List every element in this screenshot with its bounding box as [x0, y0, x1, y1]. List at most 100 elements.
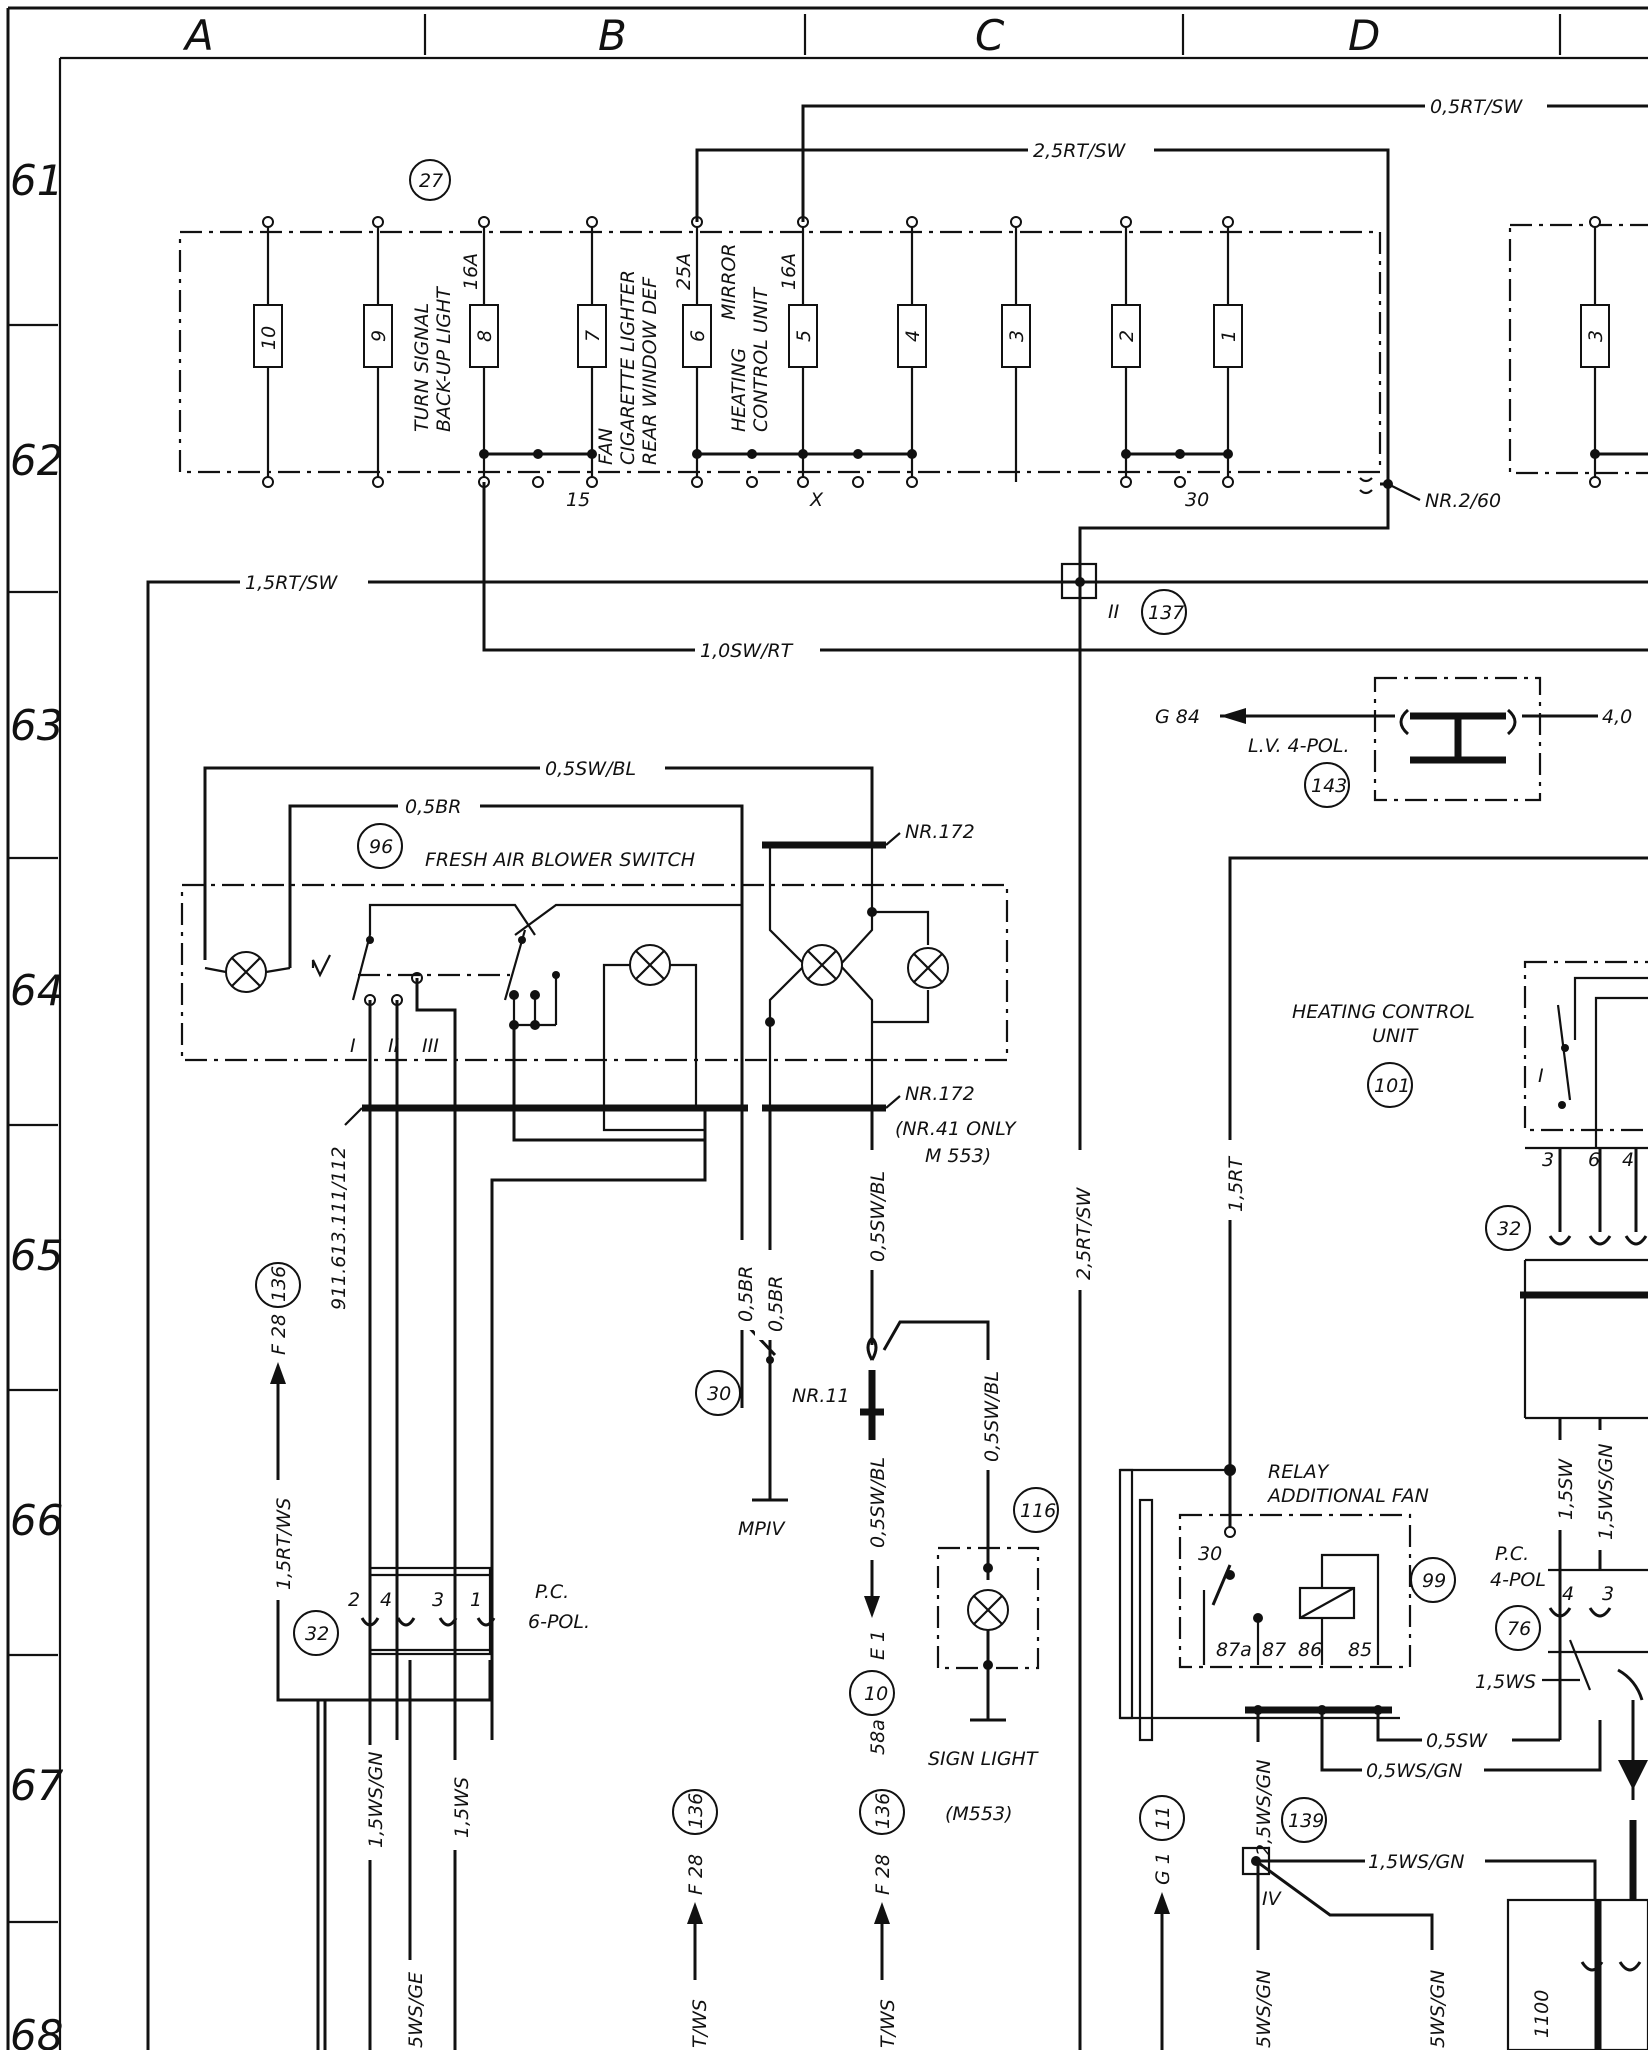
fuse-box-ref: 27 [419, 170, 443, 192]
connector-137: II 137 2,5RT/SW [1060, 562, 1187, 1290]
fuse-5: 5 [788, 222, 818, 482]
fuse-label-mirror: MIRROR [718, 243, 740, 320]
switch-pos-2: II [388, 1035, 400, 1057]
pc6-label-2: 6-POL. [528, 1611, 590, 1633]
pc-6pol-connector: 2 4 3 1 P.C. 6-POL. 32 1,5WS/GN 1,5WS 5W… [293, 1566, 590, 2050]
sign-light-label: SIGN LIGHT [928, 1748, 1039, 1770]
row-label: 68 [10, 2011, 63, 2050]
wire-label-tws-mid: T/WS [689, 1999, 711, 2048]
wire-label-40: 4,0 [1602, 706, 1632, 728]
connector-137-pin: II [1108, 601, 1120, 623]
splice-nr260: NR.2/60 [1425, 490, 1501, 512]
splice-nr172-bot: NR.172 [905, 1083, 975, 1105]
harness-part-no: 911.613.111/112 [328, 1146, 350, 1310]
column-label: C [975, 11, 1005, 60]
row-label: 61 [10, 156, 63, 205]
f28-mid-label: F 28 [685, 1854, 707, 1895]
fuse-6: 6 [682, 222, 712, 482]
ground-ref: 30 [707, 1383, 731, 1405]
svg-text:7: 7 [582, 330, 604, 342]
f28-left-ref: 136 [268, 1266, 290, 1302]
wire-label-25wsgn: 2,5WS/GN [1253, 1760, 1275, 1856]
fuse-label-fan: FAN [595, 428, 617, 465]
f28-left-label: F 28 [268, 1314, 290, 1355]
column-label: A [182, 11, 214, 60]
pc6-ref: 32 [305, 1623, 329, 1645]
wire-label-05swbl-e1: 0,5SW/BL [867, 1457, 889, 1548]
fuse-label-heating: HEATING [728, 348, 750, 432]
wire-label-15ws: 1,5WS [451, 1777, 473, 1838]
wire-label-15rt: 1,5RT [1225, 1156, 1247, 1212]
wire-label-15rtsw: 1,5RT/SW [245, 572, 338, 594]
pc6-pin-4: 4 [380, 1589, 392, 1611]
blower-switch-title: FRESH AIR BLOWER SWITCH [425, 849, 695, 871]
fuse-bus-bars [479, 449, 1648, 459]
sign-light-ref: 116 [1020, 1500, 1056, 1522]
svg-text:3: 3 [1585, 330, 1607, 342]
conn139-ref: 139 [1288, 1810, 1324, 1832]
relay-t87a: 87a [1216, 1639, 1252, 1661]
fuse-7: 7 [577, 222, 607, 482]
fuse-label-16a: 16A [460, 253, 482, 290]
wire-label-05swbl-v: 0,5SW/BL [867, 1171, 889, 1262]
wire-label-05br: 0,5BR [405, 796, 461, 818]
wire-label-05br-v1: 0,5BR [735, 1266, 757, 1322]
terminal-15: 15 [566, 489, 590, 511]
wire-label-15wsgn-139: 1,5WS/GN [1368, 1851, 1464, 1873]
row-label: 66 [10, 1496, 63, 1545]
terminal-x: X [809, 489, 824, 511]
fuse-label-16a-2: 16A [778, 253, 800, 290]
wire-label-05swbl: 0,5SW/BL [545, 758, 636, 780]
frame [6, 6, 1648, 2050]
fuse-top-terminals [262, 216, 1601, 228]
svg-text:6: 6 [687, 330, 709, 342]
heating-control-pin-3: 3 [1542, 1149, 1554, 1171]
wire-label-15wsgn-v: 1,5WS/GN [1595, 1444, 1617, 1540]
fuse-label-25a: 25A [673, 253, 695, 290]
relay-additional-fan: RELAY ADDITIONAL FAN 30 87a 87 86 85 99 … [1118, 1461, 1602, 2050]
svg-text:4: 4 [902, 330, 924, 342]
wire-label-10swrt: 1,0SW/RT [700, 640, 794, 662]
row-label: 62 [10, 436, 63, 485]
switch-pos-3: III [422, 1035, 439, 1057]
blower-switch-ref: 96 [369, 836, 393, 858]
row-label: 63 [10, 701, 63, 750]
heating-control-pin-4: 4 [1622, 1149, 1634, 1171]
fuse-2: 2 [1111, 222, 1141, 482]
g1-label: G 1 [1152, 1852, 1174, 1885]
svg-text:8: 8 [474, 330, 496, 342]
wire-label-05swbl-sign: 0,5SW/BL [981, 1371, 1003, 1462]
relay-t87: 87 [1262, 1639, 1286, 1661]
wire-label-05wsgn: 0,5WS/GN [1366, 1760, 1462, 1782]
lv4pol-label: L.V. 4-POL. [1248, 735, 1350, 757]
ground-mpiv: MPIV [738, 1518, 786, 1540]
conn139-pin: IV [1262, 1888, 1283, 1910]
svg-text:1: 1 [1218, 330, 1240, 342]
pc6-pin-3: 3 [432, 1589, 444, 1611]
wire-label-5wsgn-b: 5WS/GN [1427, 1970, 1449, 2048]
wire-label-5wsgn-a: 5WS/GN [1253, 1970, 1275, 2048]
row-label: 67 [10, 1761, 64, 1810]
fuse-box: 27 10 9 8 7 6 5 4 3 2 1 3 TURN SIGNAL BA… [178, 159, 1648, 511]
pc-4pol-connector: P.C. 4-POL 4 3 76 1,5WS 1100 [1475, 1543, 1648, 2050]
switch-pos-1: I [350, 1035, 356, 1057]
fuse-label-turn-signal: TURN SIGNAL [411, 303, 433, 432]
svg-text:9: 9 [368, 330, 390, 342]
svg-text:3: 3 [1006, 330, 1028, 342]
heating-control-line2: UNIT [1372, 1025, 1419, 1047]
pc-right-ref: 32 [1497, 1218, 1521, 1240]
fuse-label-control-unit: CONTROL UNIT [750, 286, 772, 432]
svg-text:10: 10 [258, 326, 280, 350]
lv4pol-ref: 143 [1311, 775, 1347, 797]
pc6-label-1: P.C. [535, 1581, 569, 1603]
lv-4pol-connector: G 84 4,0 L.V. 4-POL. 143 [1155, 676, 1632, 808]
splice-nr41: (NR.41 ONLY [895, 1118, 1017, 1140]
splice-m553: M 553) [925, 1145, 991, 1167]
wire-label-15rtws: 1,5RT/WS [273, 1498, 295, 1590]
heating-control-pin-6: 6 [1588, 1149, 1600, 1171]
relay-t86: 86 [1298, 1639, 1322, 1661]
sign-light-model: (M553) [945, 1803, 1012, 1825]
svg-text:5: 5 [793, 330, 815, 342]
sign-light: 116 SIGN LIGHT (M553) [928, 1487, 1059, 1825]
relay-ref: 99 [1422, 1570, 1446, 1592]
